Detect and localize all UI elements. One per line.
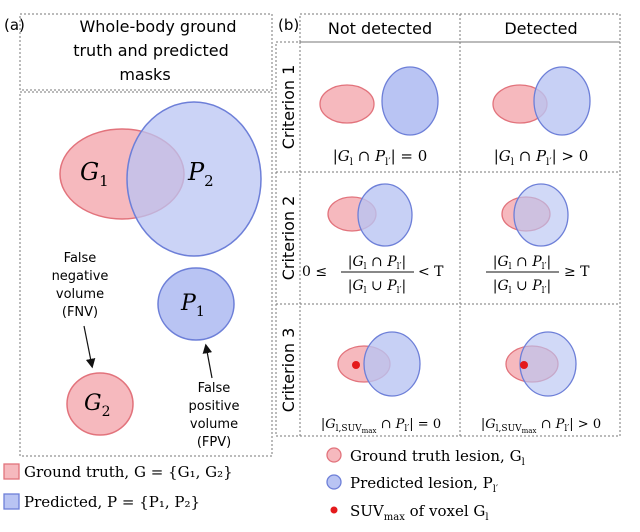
legend-suv-label: SUVmax of voxel Gl <box>350 502 489 523</box>
c3-nd-suv-voxel <box>352 361 360 369</box>
legend-gt-label: Ground truth, G = {G₁, G₂} <box>24 463 233 481</box>
c2-d-formula: |Gl ∩ Pl′| |Gl ∪ Pl′| ≥ T <box>486 254 590 296</box>
p1-ellipse <box>157 267 235 341</box>
fnv-line4: (FNV) <box>62 305 98 320</box>
c1-nd-pred-lesion <box>381 66 439 136</box>
svg-text:|Gl ∩ Pl′|: |Gl ∩ Pl′| <box>493 254 552 272</box>
c1-nd-formula: |Gl ∩ Pl′| = 0 <box>333 147 428 168</box>
row-label-criterion1: Criterion 1 <box>279 65 298 150</box>
svg-text:|Gl ∪ Pl′|: |Gl ∪ Pl′| <box>348 278 407 296</box>
c2-nd-pred-lesion <box>357 183 413 247</box>
panel-a-body-box <box>19 91 273 457</box>
svg-text:|Gl ∪ Pl′|: |Gl ∪ Pl′| <box>493 278 552 296</box>
c2-nd-formula: 0 ≤ |Gl ∩ Pl′| |Gl ∪ Pl′| < T <box>302 254 444 296</box>
fnv-line3: volume <box>56 287 104 302</box>
svg-text:|Gl ∩ Pl′|: |Gl ∩ Pl′| <box>348 254 407 272</box>
p2-ellipse <box>126 101 262 257</box>
legend-pred-lesion-label: Predicted lesion, Pl′ <box>350 474 499 495</box>
fnv-line1: False <box>64 251 97 266</box>
legend-gt-swatch <box>3 463 20 480</box>
legend-pred-lesion-swatch <box>326 474 342 490</box>
panel-a-title-line2: truth and predicted <box>73 41 229 60</box>
c3-nd-formula: |Gl,SUVmax ∩ Pl′| = 0 <box>321 417 441 435</box>
p1-label: P1 <box>180 291 205 320</box>
legend-suv-swatch <box>330 506 338 514</box>
legend-gt-lesion-swatch <box>326 447 342 463</box>
g1-label: G1 <box>80 158 109 190</box>
panel-a-title-box <box>19 13 273 91</box>
c1-d-pred-lesion <box>533 66 591 136</box>
c1-nd-gt-lesion <box>319 84 375 124</box>
panel-a-tag: (a) <box>4 16 25 34</box>
c3-d-pred-lesion <box>519 331 577 397</box>
svg-text:< T: < T <box>418 264 444 280</box>
fpv-line1: False <box>198 381 231 396</box>
g2-label: G2 <box>84 391 111 420</box>
fpv-line4: (FPV) <box>197 435 231 450</box>
legend-gt-lesion-label: Ground truth lesion, Gl <box>350 447 525 468</box>
p2-label: P2 <box>187 158 214 190</box>
g2-ellipse <box>66 372 134 436</box>
fnv-line2: negative <box>52 269 109 284</box>
fnv-arrow <box>83 325 96 369</box>
col-header-detected: Detected <box>504 19 577 38</box>
criteria-grid <box>275 13 621 437</box>
panel-b-tag: (b) <box>278 16 299 34</box>
svg-text:0 ≤: 0 ≤ <box>302 264 327 280</box>
panel-a-title-line1: Whole-body ground <box>79 17 236 36</box>
panel-a-title-line3: masks <box>119 65 170 84</box>
fpv-line2: positive <box>189 399 240 414</box>
fpv-arrow <box>202 343 213 379</box>
c3-nd-pred-lesion <box>363 331 421 397</box>
col-header-not-detected: Not detected <box>328 19 432 38</box>
c3-d-formula: |Gl,SUVmax ∩ Pl′| > 0 <box>481 417 601 435</box>
fpv-line3: volume <box>190 417 238 432</box>
legend-pred-swatch <box>3 493 20 510</box>
c2-d-pred-lesion <box>513 183 569 247</box>
svg-text:≥ T: ≥ T <box>564 264 590 280</box>
c3-d-suv-voxel <box>520 361 528 369</box>
legend-pred-label: Predicted, P = {P₁, P₂} <box>24 493 200 511</box>
row-label-criterion3: Criterion 3 <box>279 328 298 413</box>
c1-d-formula: |Gl ∩ Pl′| > 0 <box>494 147 589 168</box>
row-label-criterion2: Criterion 2 <box>279 196 298 281</box>
